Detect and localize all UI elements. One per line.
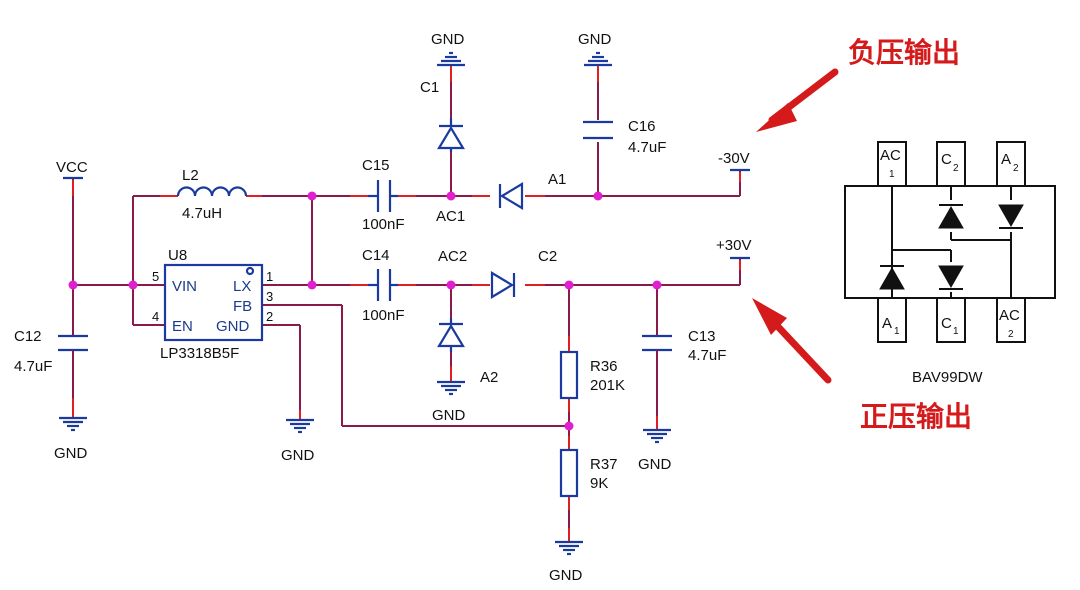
l2-label: L2 bbox=[182, 167, 199, 184]
gnd-label-c12: GND bbox=[54, 445, 88, 462]
pos-output-arrow bbox=[752, 298, 832, 384]
ac2-label: AC2 bbox=[438, 248, 467, 265]
r36-resistor bbox=[559, 350, 579, 400]
chip-part-label: LP3318B5F bbox=[160, 345, 239, 362]
l2-inductor bbox=[176, 186, 248, 197]
pkg-pin-ac1: AC 1 bbox=[880, 147, 901, 180]
r37-value: 9K bbox=[590, 475, 608, 492]
pin-en-label: EN bbox=[172, 318, 193, 335]
svg-text:1: 1 bbox=[889, 169, 895, 180]
junction-dots bbox=[68, 191, 662, 431]
gnd-label-c13: GND bbox=[638, 456, 672, 473]
c12-label: C12 bbox=[14, 328, 42, 345]
c15-capacitor bbox=[368, 180, 398, 212]
c16-label: C16 bbox=[628, 118, 656, 135]
pin-5-number: 5 bbox=[152, 269, 159, 284]
ac1-label: AC1 bbox=[436, 208, 465, 225]
gnd-symbol-c16 bbox=[582, 51, 614, 67]
a2-diode bbox=[437, 318, 465, 352]
c2-diode bbox=[490, 271, 516, 299]
pos-output-label: +30V bbox=[716, 237, 751, 254]
gnd-symbol-r37 bbox=[553, 540, 585, 556]
svg-text:A: A bbox=[882, 315, 892, 332]
gnd-label-a2: GND bbox=[432, 407, 466, 424]
svg-text:1: 1 bbox=[894, 326, 900, 337]
gnd-symbol-a2 bbox=[435, 380, 467, 396]
neg-output-label: -30V bbox=[718, 150, 750, 167]
pin-3-number: 3 bbox=[266, 289, 273, 304]
pkg-pin-a1: A 1 bbox=[882, 315, 900, 337]
c16-capacitor bbox=[583, 120, 613, 140]
gnd-symbol-c1 bbox=[435, 51, 467, 67]
svg-text:C: C bbox=[941, 151, 952, 168]
c15-label: C15 bbox=[362, 157, 390, 174]
c13-value: 4.7uF bbox=[688, 347, 726, 364]
a1-label: A1 bbox=[548, 171, 566, 188]
c15-value: 100nF bbox=[362, 216, 405, 233]
u8-label: U8 bbox=[168, 247, 187, 264]
a2-label: A2 bbox=[480, 369, 498, 386]
vcc-label: VCC bbox=[56, 159, 88, 176]
positive-output-annotation: 正压输出 bbox=[860, 400, 972, 433]
pin-fb-label: FB bbox=[233, 298, 252, 315]
r36-label: R36 bbox=[590, 358, 618, 375]
pkg-pin-c2: C 2 bbox=[941, 151, 959, 174]
c13-capacitor bbox=[642, 334, 672, 358]
r37-resistor bbox=[559, 448, 579, 498]
svg-text:AC: AC bbox=[880, 147, 901, 164]
c13-label: C13 bbox=[688, 328, 716, 345]
svg-text:2: 2 bbox=[953, 163, 959, 174]
svg-text:A: A bbox=[1001, 151, 1011, 168]
pin-lx-label: LX bbox=[233, 278, 251, 295]
c12-value: 4.7uF bbox=[14, 358, 52, 375]
neg-output-arrow bbox=[756, 68, 839, 132]
pkg-pin-c1: C 1 bbox=[941, 315, 959, 337]
svg-text:2: 2 bbox=[1013, 163, 1019, 174]
c12-capacitor bbox=[58, 334, 88, 358]
gnd-symbol-u8 bbox=[284, 418, 316, 434]
c1-label: C1 bbox=[420, 79, 439, 96]
pkg-pin-ac2: AC 2 bbox=[999, 307, 1020, 340]
c16-value: 4.7uF bbox=[628, 139, 666, 156]
r37-label: R37 bbox=[590, 456, 618, 473]
pin-gnd-label: GND bbox=[216, 318, 250, 335]
a1-diode bbox=[498, 182, 524, 210]
c14-capacitor bbox=[368, 269, 398, 301]
package-part-label: BAV99DW bbox=[912, 369, 983, 386]
c1-diode bbox=[437, 118, 465, 152]
pin-2-number: 2 bbox=[266, 309, 273, 324]
l2-value: 4.7uH bbox=[182, 205, 222, 222]
negative-output-annotation: 负压输出 bbox=[848, 36, 960, 69]
c2-label: C2 bbox=[538, 248, 557, 265]
gnd-label-c16: GND bbox=[578, 31, 612, 48]
gnd-symbol-c12 bbox=[57, 416, 89, 432]
svg-text:C: C bbox=[941, 315, 952, 332]
svg-text:AC: AC bbox=[999, 307, 1020, 324]
u8-chip bbox=[163, 263, 264, 342]
gnd-symbol-c13 bbox=[641, 428, 673, 444]
svg-text:1: 1 bbox=[953, 326, 959, 337]
gnd-label-r37: GND bbox=[549, 567, 583, 584]
gnd-label-c1: GND bbox=[431, 31, 465, 48]
pin-1-number: 1 bbox=[266, 269, 273, 284]
pin-vin-label: VIN bbox=[172, 278, 197, 295]
red-stubs bbox=[72, 66, 741, 542]
pin-4-number: 4 bbox=[152, 309, 159, 324]
svg-text:2: 2 bbox=[1008, 329, 1014, 340]
bav99dw-package bbox=[844, 141, 1056, 343]
c14-label: C14 bbox=[362, 247, 390, 264]
gnd-label-u8: GND bbox=[281, 447, 315, 464]
c14-value: 100nF bbox=[362, 307, 405, 324]
r36-value: 201K bbox=[590, 377, 625, 394]
pkg-pin-a2: A 2 bbox=[1001, 151, 1019, 174]
